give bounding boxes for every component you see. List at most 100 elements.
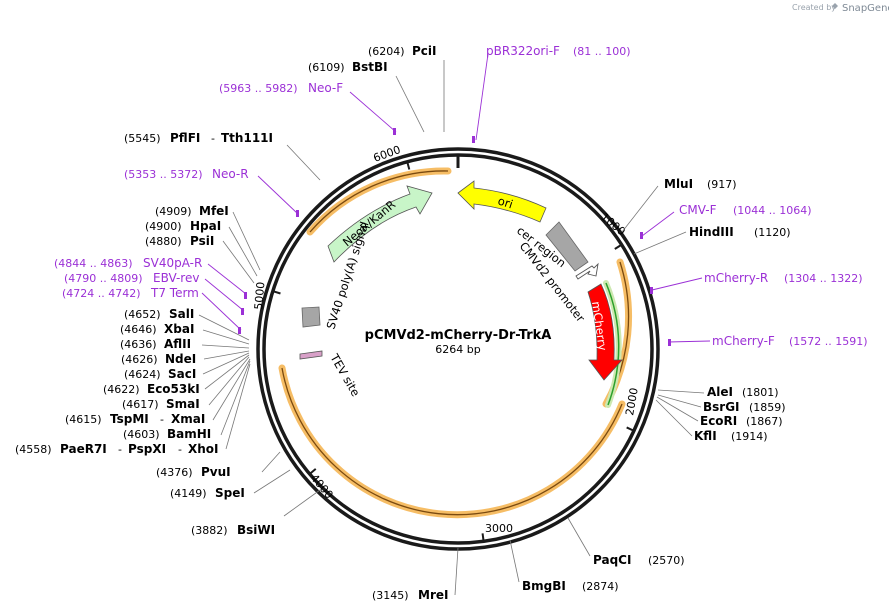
site-spei-name: SpeI xyxy=(215,486,245,500)
primer-mchf-pos: (1572 .. 1591) xyxy=(789,335,868,348)
site-sali-pos: (4652) xyxy=(124,308,161,321)
site-pvui-pos: (4376) xyxy=(156,466,193,479)
cer-region-box xyxy=(545,221,589,272)
primer-sv40pa-pos: (4844 .. 4863) xyxy=(54,257,133,270)
tev-site-arrow xyxy=(299,350,323,360)
site-pflfi-name: PflFI xyxy=(170,131,200,145)
site-aflii-name: AflII xyxy=(164,337,191,351)
site-bmgbi-pos: (2874) xyxy=(582,580,619,593)
site-kfli-pos: (1914) xyxy=(731,430,768,443)
site-paer7i-name: PaeR7I xyxy=(60,442,107,456)
site-tspmi-pos: (4615) xyxy=(65,413,102,426)
site-kfli-name: KflI xyxy=(694,429,717,443)
site-hindiii-pos: (1120) xyxy=(754,226,791,239)
tev-label: TEV site xyxy=(327,351,363,399)
site-paqci-pos: (2570) xyxy=(648,554,685,567)
tick-mark xyxy=(309,468,317,475)
credit-brand: SnapGene xyxy=(842,3,889,14)
site-hindiii-name: HindIII xyxy=(689,225,734,239)
site-pflfi-sep: - xyxy=(211,132,215,145)
site-bsrgi-name: BsrGI xyxy=(703,400,740,414)
site-alei-name: AleI xyxy=(707,385,733,399)
primer-cmvf-pos: (1044 .. 1064) xyxy=(733,204,812,217)
tick-mark xyxy=(626,426,634,432)
primer-cmvf-name: CMV-F xyxy=(679,203,717,217)
neo-label: NeoR/KanR xyxy=(340,197,398,249)
site-sali-name: SalI xyxy=(169,307,194,321)
primer-leaders xyxy=(201,53,711,343)
tick-label-2000: 2000 xyxy=(623,387,641,417)
mcherry-label: mCherry xyxy=(589,300,610,351)
tick-mark xyxy=(406,162,411,170)
site-smai-pos: (4617) xyxy=(122,398,159,411)
tick-mark xyxy=(481,533,485,541)
tick-label-3000: 3000 xyxy=(485,522,513,535)
site-bsrgi-pos: (1859) xyxy=(749,401,786,414)
primer-t7-pos: (4724 .. 4742) xyxy=(62,287,141,300)
site-paer7i-sep2: - xyxy=(178,443,182,456)
site-paer7i-name2: PspXI xyxy=(128,442,166,456)
tick-marks xyxy=(273,156,634,541)
primer-marks xyxy=(238,128,671,346)
site-srei-name: MreI xyxy=(418,588,448,602)
site-pcii-pos: (6204) xyxy=(368,45,405,58)
primer-neor-pos: (5353 .. 5372) xyxy=(124,168,203,181)
site-smai-name: SmaI xyxy=(166,397,200,411)
site-paqci-name: PaqCI xyxy=(593,553,631,567)
site-mfei-pos: (4909) xyxy=(155,205,192,218)
site-eco53ki-name: Eco53kI xyxy=(147,382,200,396)
tick-label-5000: 5000 xyxy=(252,281,267,310)
site-ecori-name: EcoRI xyxy=(700,414,737,428)
site-pflfi-name2: Tth111I xyxy=(221,131,273,145)
site-aflii-pos: (4636) xyxy=(120,338,157,351)
primer-mchr-pos: (1304 .. 1322) xyxy=(784,272,863,285)
site-ndei-name: NdeI xyxy=(165,352,196,366)
site-pflfi-pos: (5545) xyxy=(124,132,161,145)
site-saci-pos: (4624) xyxy=(124,368,161,381)
site-bmgbi-name: BmgBI xyxy=(522,579,566,593)
site-tspmi-name: TspMI xyxy=(110,412,149,426)
cmv-promoter-arrow xyxy=(575,262,599,280)
site-pvui-name: PvuI xyxy=(201,465,231,479)
site-paer7i-sep: - xyxy=(118,443,122,456)
sv40-box xyxy=(301,306,321,328)
primer-neor-name: Neo-R xyxy=(212,167,249,181)
primer-neof-pos: (5963 .. 5982) xyxy=(219,82,298,95)
plasmid-name: pCMVd2-mCherry-Dr-TrkA xyxy=(365,328,552,343)
site-bamhi-pos: (4603) xyxy=(123,428,160,441)
site-eco53ki-pos: (4622) xyxy=(103,383,140,396)
primer-pbr-name: pBR322ori-F xyxy=(486,44,560,58)
primer-t7-name: T7 Term xyxy=(150,286,199,300)
leader-lines xyxy=(198,60,705,596)
primer-sv40pa-name: SV40pA-R xyxy=(143,256,202,270)
site-srei-pos: (3145) xyxy=(372,589,409,602)
primer-mchf-name: mCherry-F xyxy=(712,334,775,348)
ori-arrow xyxy=(457,180,547,223)
ori-label: ori xyxy=(496,194,515,212)
site-xbai-pos: (4646) xyxy=(120,323,157,336)
mcherry-arrow xyxy=(587,283,623,381)
site-mfei-name: MfeI xyxy=(199,204,229,218)
primer-ebv-name: EBV-rev xyxy=(153,271,199,285)
site-psii-pos: (4880) xyxy=(145,235,182,248)
site-xbai-name: XbaI xyxy=(164,322,194,336)
site-bsiwi-name: BsiWI xyxy=(237,523,275,537)
site-psii-name: PsiI xyxy=(190,234,214,248)
site-bsiwi-pos: (3882) xyxy=(191,524,228,537)
tick-mark xyxy=(614,244,622,250)
site-tspmi-sep: - xyxy=(160,413,164,426)
primer-pbr-pos: (81 .. 100) xyxy=(573,45,631,58)
site-mlui-name: MluI xyxy=(664,177,693,191)
site-bstbi-name: BstBI xyxy=(352,60,388,74)
snapgene-logo-icon xyxy=(832,3,838,9)
site-saci-name: SacI xyxy=(168,367,196,381)
site-alei-pos: (1801) xyxy=(742,386,779,399)
plasmid-size: 6264 bp xyxy=(435,343,480,356)
credit-text: Created by xyxy=(792,3,836,12)
tick-mark xyxy=(273,290,281,295)
orf-arcs xyxy=(278,167,633,519)
site-ecori-pos: (1867) xyxy=(746,415,783,428)
site-tspmi-name2: XmaI xyxy=(171,412,205,426)
primer-ebv-pos: (4790 .. 4809) xyxy=(64,272,143,285)
site-hpai-pos: (4900) xyxy=(145,220,182,233)
